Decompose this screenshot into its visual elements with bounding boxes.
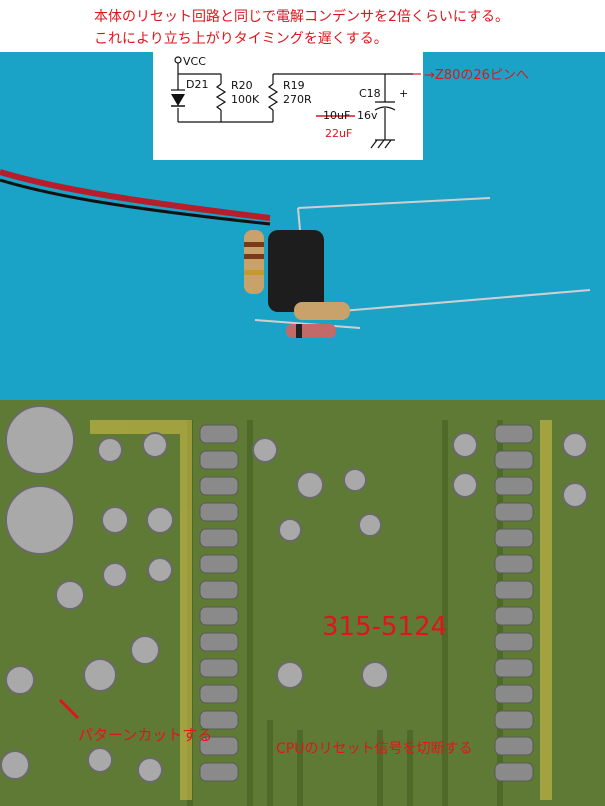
r19-label: R19: [283, 79, 305, 92]
r20-value: 100K: [231, 93, 260, 106]
vcc-label: VCC: [183, 55, 206, 68]
wired-components-photo: [0, 160, 605, 400]
cpu-reset-note: CPUのリセット信号を切断する: [276, 741, 473, 757]
header-area: [0, 0, 605, 52]
chip-label: 315-5124: [322, 612, 448, 642]
schematic-diagram: VCC D21 R20 100K R19 270R C18 + 10uF 16v…: [153, 52, 423, 160]
plus-label: +: [399, 87, 409, 100]
old-capacitance: 10uF: [323, 109, 351, 122]
output-label: →Z80の26ピンへ: [424, 64, 529, 83]
r20-label: R20: [231, 79, 253, 92]
arrow-right-icon: →: [424, 68, 435, 83]
d21-label: D21: [186, 78, 209, 91]
voltage-rating: 16v: [357, 109, 378, 122]
pcb-photo: [0, 400, 605, 806]
note-line-2: これにより立ち上がりタイミングを遅くする。: [94, 31, 388, 47]
r19-value: 270R: [283, 93, 312, 106]
pattern-cut-note: パターンカットする: [78, 726, 213, 744]
new-capacitance: 22uF: [325, 127, 353, 140]
c18-label: C18: [359, 87, 381, 100]
output-text: Z80の26ピンへ: [434, 68, 529, 83]
note-line-1: 本体のリセット回路と同じで電解コンデンサを2倍くらいにする。: [94, 9, 510, 25]
